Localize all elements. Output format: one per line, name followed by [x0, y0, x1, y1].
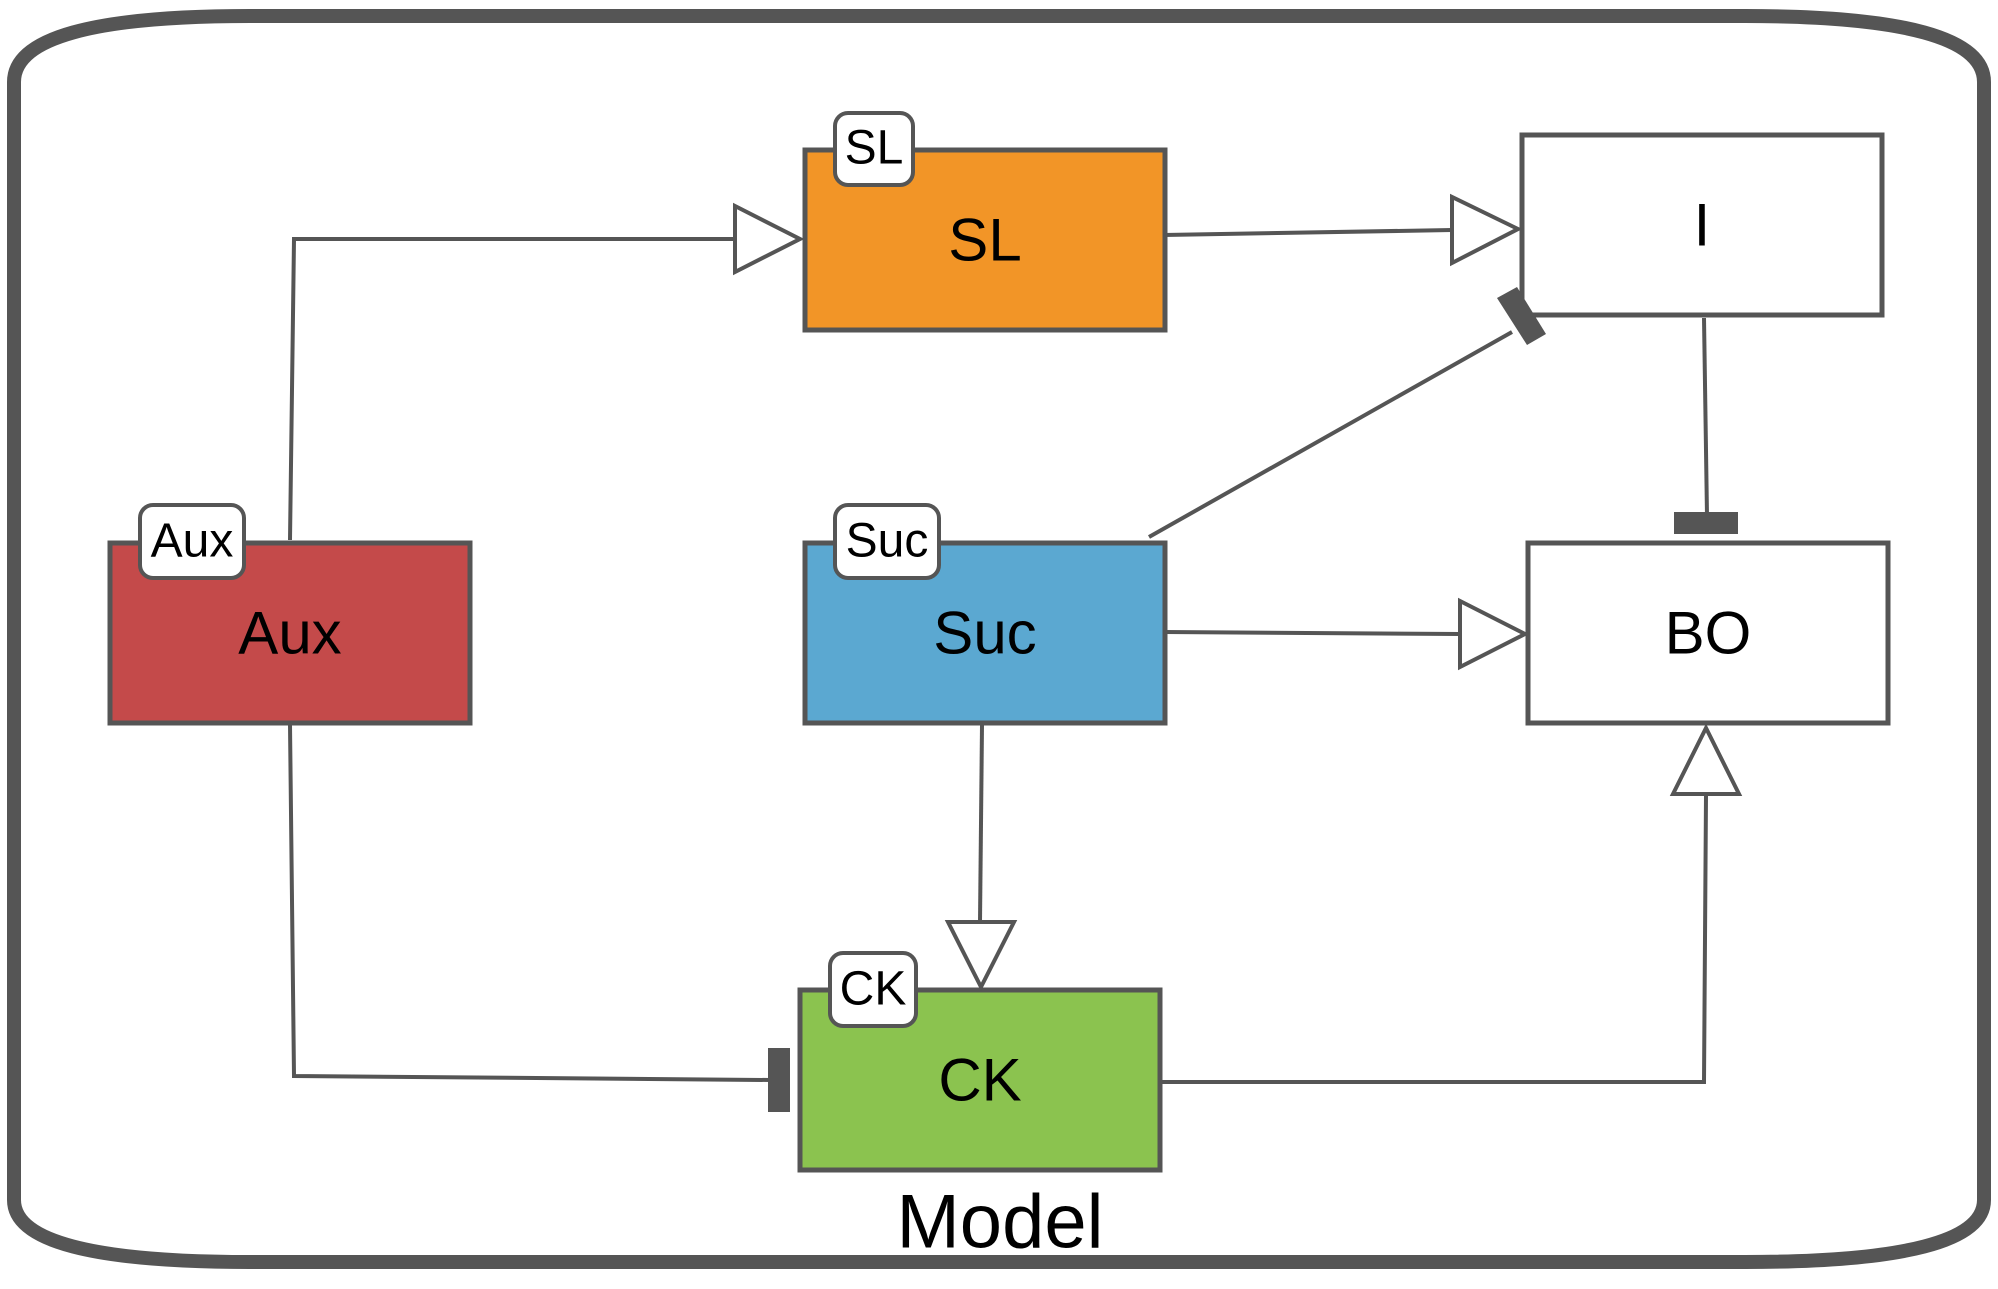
edge-suc-bo-line	[1163, 630, 1461, 636]
activation-arrowheads	[733, 193, 1743, 992]
node-ck-tag-box	[828, 951, 918, 1028]
node-bo-label: BO	[1665, 600, 1752, 667]
node-aux[interactable]: Aux Aux	[107, 503, 473, 726]
node-aux-box	[107, 540, 473, 726]
edge-sl-i-arrowhead	[1450, 193, 1523, 267]
node-suc-label: Suc	[933, 600, 1036, 667]
node-suc-tag: Suc	[846, 515, 929, 568]
node-sl-tag: SL	[845, 122, 904, 175]
node-sl-tag-box	[833, 111, 915, 187]
edge-aux-sl-line	[288, 237, 734, 541]
node-aux-tag: Aux	[151, 515, 234, 568]
node-sl-label: SL	[948, 207, 1021, 274]
inhibition-bars	[768, 287, 1738, 1112]
node-aux-tag-box	[138, 503, 246, 580]
node-aux-label: Aux	[238, 600, 341, 667]
node-suc[interactable]: Suc Suc	[802, 503, 1168, 726]
edge-aux-ck-line	[288, 724, 771, 1082]
edge-aux-sl-arrowhead	[733, 202, 805, 276]
edge-suc-i-tbar	[1497, 287, 1546, 345]
edge-suc-ck-line	[978, 724, 984, 923]
node-i-box	[1519, 132, 1885, 318]
edge-sl-i-line	[1163, 228, 1453, 237]
node-sl[interactable]: SL SL	[802, 111, 1168, 333]
edge-aux-ck-tbar	[768, 1048, 790, 1112]
edge-i-bo-tbar	[1674, 512, 1738, 534]
edge-suc-bo-arrowhead	[1458, 597, 1530, 671]
edge-ck-bo-arrowhead	[1669, 723, 1743, 796]
node-ck-label: CK	[938, 1047, 1021, 1114]
node-i[interactable]: I	[1519, 132, 1885, 318]
edge-ck-bo-line	[1160, 794, 1708, 1084]
node-bo[interactable]: BO	[1525, 540, 1891, 726]
model-label: Model	[897, 1180, 1104, 1265]
edge-suc-ck-arrowhead	[944, 920, 1018, 992]
node-suc-tag-box	[833, 503, 941, 580]
node-i-label: I	[1694, 192, 1711, 259]
node-ck[interactable]: CK CK	[797, 951, 1163, 1173]
edge-i-bo-line	[1702, 317, 1709, 517]
edge-suc-i-line	[1148, 330, 1513, 539]
node-bo-box	[1525, 540, 1891, 726]
node-ck-tag: CK	[840, 963, 907, 1016]
edges	[288, 228, 1709, 1084]
